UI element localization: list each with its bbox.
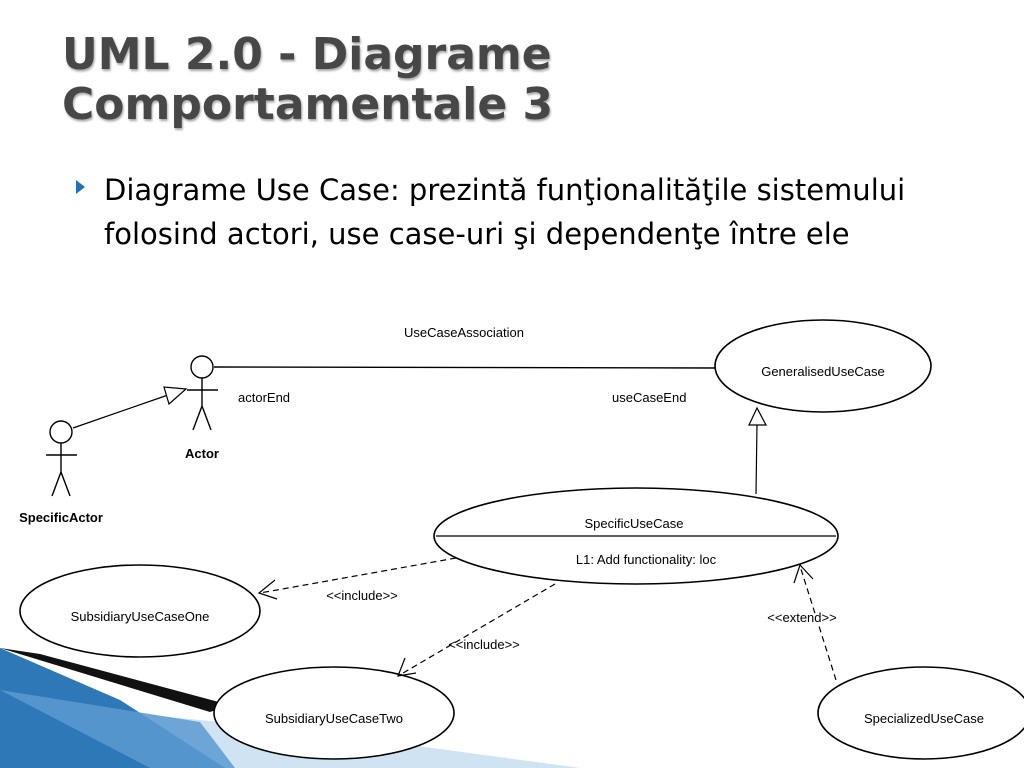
slide-title: UML 2.0 - Diagrame Comportamentale 3 [62,30,553,130]
include-dependency-one [257,557,457,600]
bullet-arrow-icon [76,180,85,194]
bullet-description: : prezintă funţionalităţile sistemului f… [104,173,906,251]
use-case-end-label: useCaseEnd [612,390,686,405]
specific-use-case-label: SpecificUseCase [585,516,684,531]
generalised-use-case-label: GeneralisedUseCase [761,364,885,379]
actor-label: Actor [185,446,219,461]
specific-actor-figure [46,420,77,497]
use-case-generalization [748,406,767,495]
extension-point-label: L1: Add functionality: loc [576,552,717,567]
generalised-use-case [714,319,932,413]
actor-generalization [72,386,188,429]
actor-end-label: actorEnd [238,390,290,405]
subsidiary-use-case-two-label: SubsidiaryUseCaseTwo [265,711,403,726]
extend-label: <<extend>> [767,610,836,625]
extend-dependency [793,563,837,681]
bullet-text: Diagrame Use Case: prezintă funţionalită… [104,168,1004,256]
subsidiary-use-case-one [19,564,261,658]
include-dependency-two [397,583,556,677]
include-label-two: <<include>> [448,637,520,652]
association-label: UseCaseAssociation [404,325,524,340]
actor-figure [187,355,218,431]
specialized-use-case-label: SpecializedUseCase [864,711,984,726]
title-line-2: Comportamentale 3 [62,79,554,130]
use-case-association-line [213,366,721,369]
specific-actor-label: SpecificActor [19,510,103,525]
specialized-use-case [817,666,1024,760]
title-line-1: UML 2.0 - Diagrame [62,29,552,80]
subsidiary-use-case-two [213,666,455,760]
subsidiary-use-case-one-label: SubsidiaryUseCaseOne [71,609,210,624]
include-label-one: <<include>> [326,588,398,603]
bullet-term: Diagrame Use Case [104,173,390,207]
